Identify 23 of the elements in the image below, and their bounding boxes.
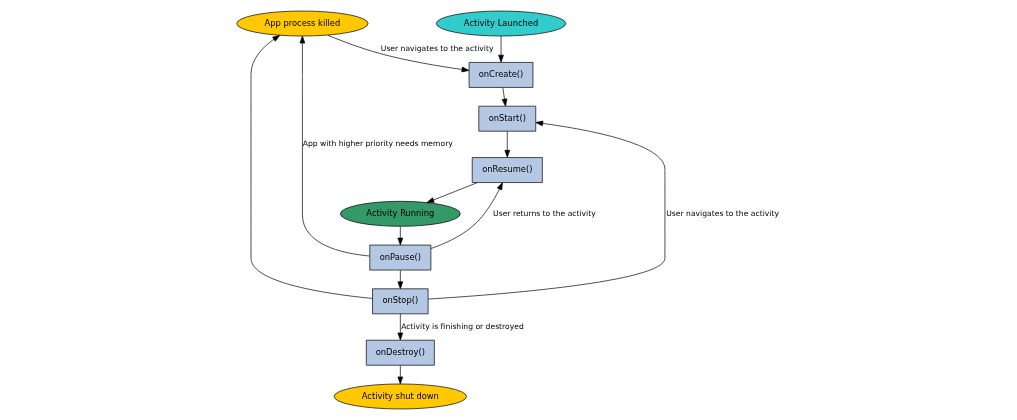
node-box: onPause(): [369, 244, 432, 271]
node-ellipse: Activity shut down: [333, 383, 467, 410]
arrow: [504, 130, 511, 158]
arrow: [299, 35, 370, 257]
arrow: [397, 365, 404, 385]
node-ellipse: App process killed: [236, 10, 369, 37]
node-box: onStop(): [372, 288, 429, 315]
arrow: [498, 35, 504, 63]
node-ellipse: Activity Launched: [435, 10, 567, 37]
node-box: onStart(): [478, 105, 537, 132]
arrow: [501, 87, 508, 107]
arrow: [397, 226, 404, 246]
arrow: [327, 34, 470, 73]
arrow: [250, 35, 373, 299]
arrow: [397, 269, 404, 290]
node-box: onDestroy(): [365, 339, 435, 366]
node-box: onCreate(): [468, 62, 534, 88]
arrow: [397, 313, 404, 341]
arrow: [426, 182, 478, 203]
node-ellipse: Activity Running: [340, 200, 461, 227]
arrow: [427, 120, 666, 300]
node-box: onResume(): [471, 157, 543, 183]
arrow: [430, 182, 503, 249]
